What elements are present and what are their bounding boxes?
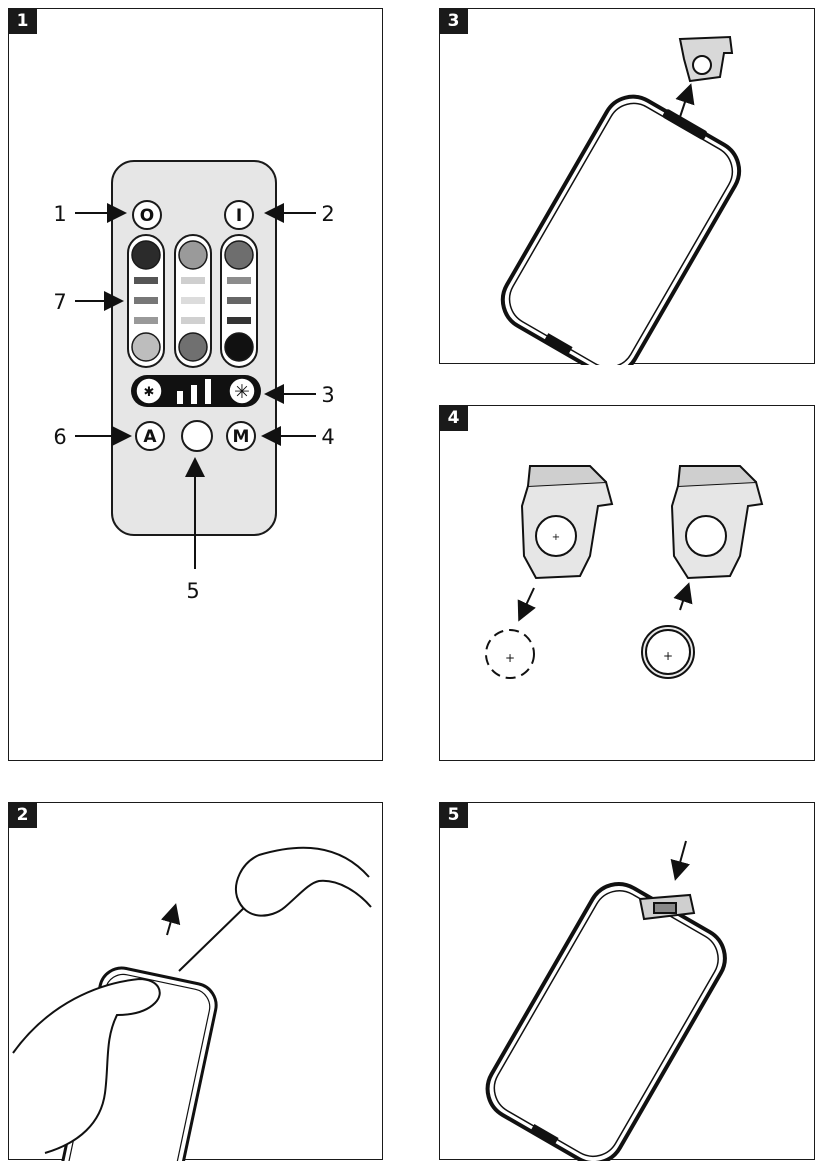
panel-5-insert-holder: 5: [439, 802, 815, 1161]
brightness-bar[interactable]: ✱ ✳: [131, 375, 261, 407]
down-arrow: [517, 587, 536, 622]
callout-7: 7: [53, 290, 66, 314]
center-button[interactable]: [181, 420, 213, 452]
svg-text:+: +: [663, 649, 673, 663]
power-off-button[interactable]: O: [132, 200, 162, 230]
panel-number-badge: 1: [8, 8, 37, 34]
up-arrow: [673, 582, 693, 611]
mode-button[interactable]: M: [226, 421, 256, 451]
svg-text:I: I: [236, 206, 242, 226]
panel-number-badge: 4: [439, 405, 468, 431]
right-hand-icon: [235, 846, 372, 917]
callout-1: 1: [53, 202, 66, 226]
up-arrow: [160, 903, 181, 936]
svg-text:+: +: [505, 651, 515, 665]
insert-holder-illustration: [485, 840, 727, 1161]
panel-1-remote-overview: 1 O I: [8, 8, 383, 761]
down-arrow: [670, 840, 690, 881]
panel-4-replace-battery: 4 + + +: [439, 405, 815, 761]
panel-number-badge: 2: [8, 802, 37, 828]
svg-text:+: +: [552, 532, 560, 543]
left-hand-icon: [12, 977, 161, 1154]
remote-control-diagram: O I: [53, 160, 335, 603]
holder-with-battery-icon: +: [520, 465, 614, 580]
callout-2: 2: [321, 202, 334, 226]
color-column-2[interactable]: [174, 234, 212, 368]
remote-back-illustration: [485, 882, 727, 1161]
callout-6: 6: [53, 425, 66, 449]
color-column-3[interactable]: [220, 234, 258, 368]
callout-3: 3: [321, 383, 334, 407]
battery-holder-icon: [638, 893, 696, 921]
empty-holder-icon: [670, 465, 764, 580]
remove-holder-illustration: [500, 35, 742, 365]
replace-battery-illustration: + + +: [485, 465, 764, 679]
panel-3-remove-holder: 3: [439, 8, 815, 365]
new-battery-icon: +: [641, 625, 695, 679]
battery-holder-icon: [678, 35, 734, 83]
svg-text:O: O: [140, 206, 154, 226]
panel-number-badge: 5: [439, 802, 468, 828]
auto-button[interactable]: A: [135, 421, 165, 451]
panel-2-pull-tab: 2: [8, 802, 383, 1161]
remote-back-illustration: [500, 94, 742, 365]
pull-tab-illustration: [12, 846, 372, 1161]
callout-5: 5: [186, 579, 199, 603]
brightness-down-icon: [135, 377, 163, 405]
callout-arrows: [75, 203, 316, 569]
brightness-up-icon: [228, 377, 256, 405]
svg-text:✳: ✳: [234, 381, 250, 403]
svg-text:M: M: [233, 427, 250, 447]
panel-number-badge: 3: [439, 8, 468, 34]
pull-tab-string: [178, 902, 250, 972]
svg-text:✱: ✱: [144, 385, 155, 400]
up-arrow: [675, 83, 695, 118]
old-battery-icon: +: [485, 629, 535, 679]
color-column-1[interactable]: [127, 234, 165, 368]
svg-text:A: A: [143, 427, 157, 447]
callout-4: 4: [321, 425, 334, 449]
power-on-button[interactable]: I: [224, 200, 254, 230]
